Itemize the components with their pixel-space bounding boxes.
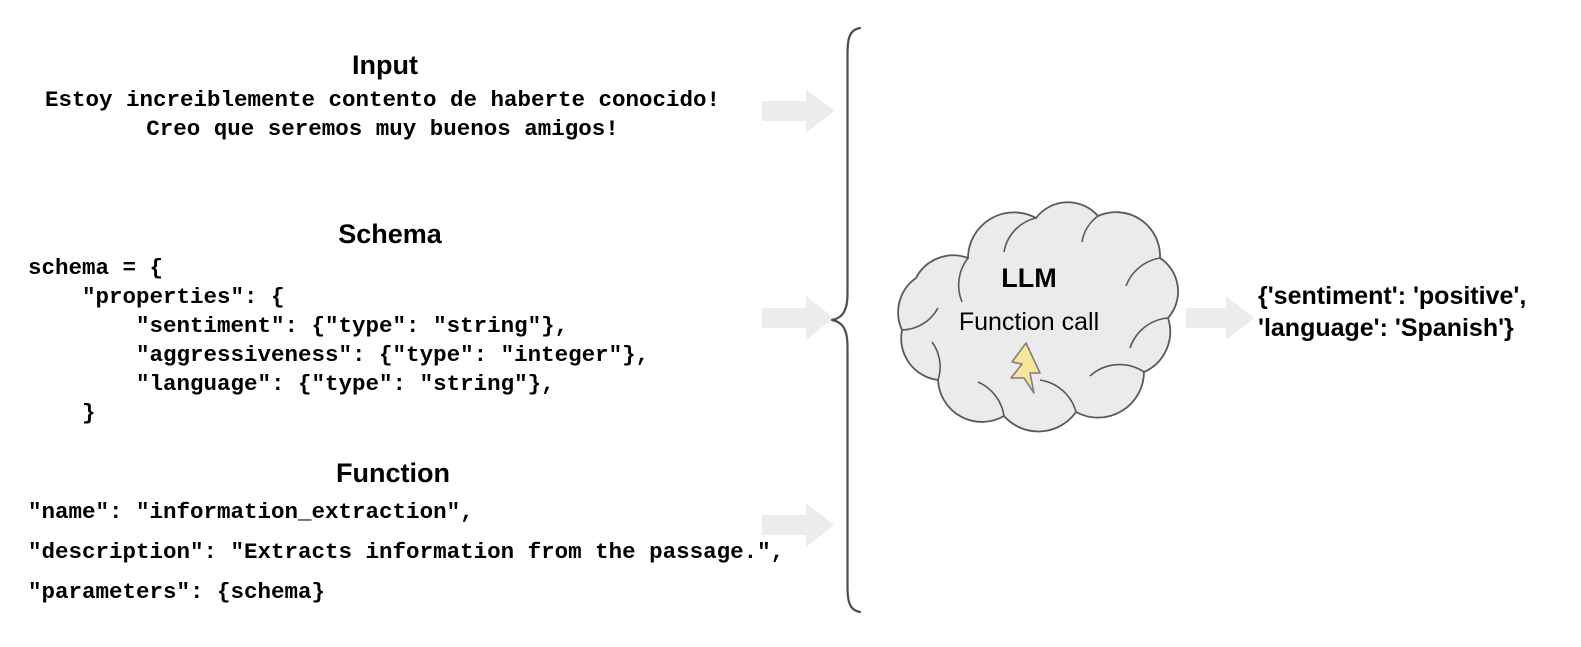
function-line-parameters: "parameters": {schema} — [28, 579, 326, 605]
output-line-2: 'language': 'Spanish'} — [1258, 314, 1514, 342]
input-heading: Input — [352, 50, 418, 80]
llm-subtitle: Function call — [958, 308, 1100, 336]
function-line-description: "description": "Extracts information fro… — [28, 539, 785, 565]
output-line-1: {'sentiment': 'positive', — [1258, 282, 1527, 310]
schema-heading: Schema — [338, 219, 442, 249]
function-arrow — [762, 503, 834, 547]
llm-title: LLM — [1001, 263, 1057, 293]
input-line-2: Creo que seremos muy buenos amigos! — [146, 116, 619, 142]
schema-arrow — [762, 296, 834, 340]
function-line-name: "name": "information_extraction", — [28, 499, 474, 525]
left-curly-brace-icon — [826, 22, 870, 618]
function-heading: Function — [336, 458, 450, 488]
schema-code-block: schema = { "properties": { "sentiment": … — [28, 255, 650, 426]
llm-cloud-shape — [876, 196, 1184, 440]
lightning-bolt-icon — [1008, 342, 1052, 394]
input-line-1: Estoy increiblemente contento de haberte… — [44, 87, 721, 113]
output-arrow — [1186, 296, 1254, 340]
input-arrow — [762, 89, 834, 133]
